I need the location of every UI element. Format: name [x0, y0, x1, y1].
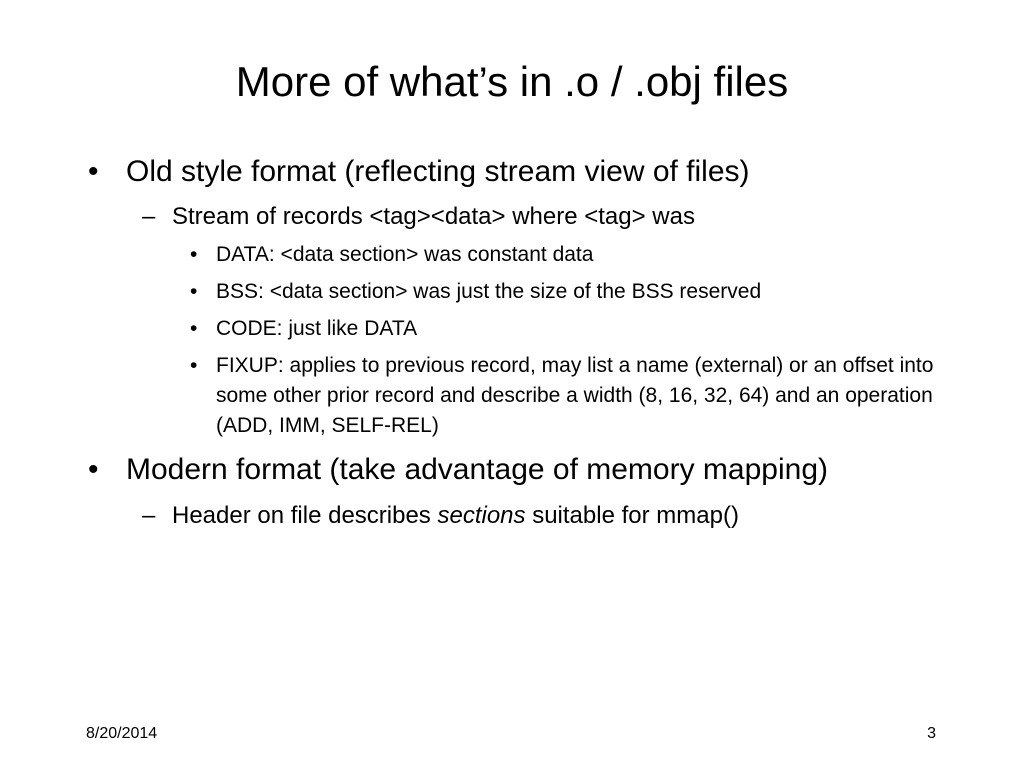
sub-bullet-text-emphasis: sections	[437, 502, 526, 529]
sub-sub-bullet-text: BSS: <data section> was just the size of…	[216, 280, 762, 303]
sub-bullet-item: – Header on file describes sections suit…	[142, 501, 739, 531]
bullet-text: Old style format (reflecting stream view…	[126, 155, 750, 188]
dash-marker: –	[142, 502, 156, 529]
sub-sub-bullet-text: DATA: <data section> was constant data	[216, 243, 594, 266]
bullet-item: • Old style format (reflecting stream vi…	[88, 154, 750, 190]
sub-sub-bullet-item: • DATA: <data section> was constant data	[190, 240, 956, 270]
bullet-marker: •	[190, 317, 198, 340]
sub-bullet-item: – Stream of records <tag><data> where <t…	[142, 202, 695, 232]
sub-sub-bullet-item: • FIXUP: applies to previous record, may…	[190, 351, 956, 441]
bullet-marker: •	[190, 280, 198, 303]
footer-date: 8/20/2014	[86, 725, 158, 742]
page-number: 3	[927, 725, 936, 742]
dash-marker: –	[142, 203, 156, 230]
bullet-marker: •	[190, 354, 198, 377]
bullet-text: Modern format (take advantage of memory …	[126, 453, 828, 486]
bullet-marker: •	[88, 453, 99, 486]
bullet-marker: •	[88, 155, 99, 188]
sub-bullet-text-lead: Header on file describes	[172, 502, 438, 529]
sub-bullet-text: Header on file describes sections suitab…	[172, 501, 739, 531]
bullet-marker: •	[190, 243, 198, 266]
sub-sub-bullet-item: • BSS: <data section> was just the size …	[190, 277, 956, 307]
sub-sub-bullet-item: • CODE: just like DATA	[190, 314, 956, 344]
sub-sub-bullet-text: CODE: just like DATA	[216, 317, 418, 340]
sub-sub-bullet-text: FIXUP: applies to previous record, may l…	[216, 354, 934, 437]
sub-bullet-text-tail: suitable for mmap()	[525, 502, 739, 529]
slide-title: More of what’s in .o / .obj files	[235, 58, 789, 105]
bullet-item: • Modern format (take advantage of memor…	[88, 452, 828, 488]
sub-bullet-text: Stream of records <tag><data> where <tag…	[172, 203, 695, 230]
